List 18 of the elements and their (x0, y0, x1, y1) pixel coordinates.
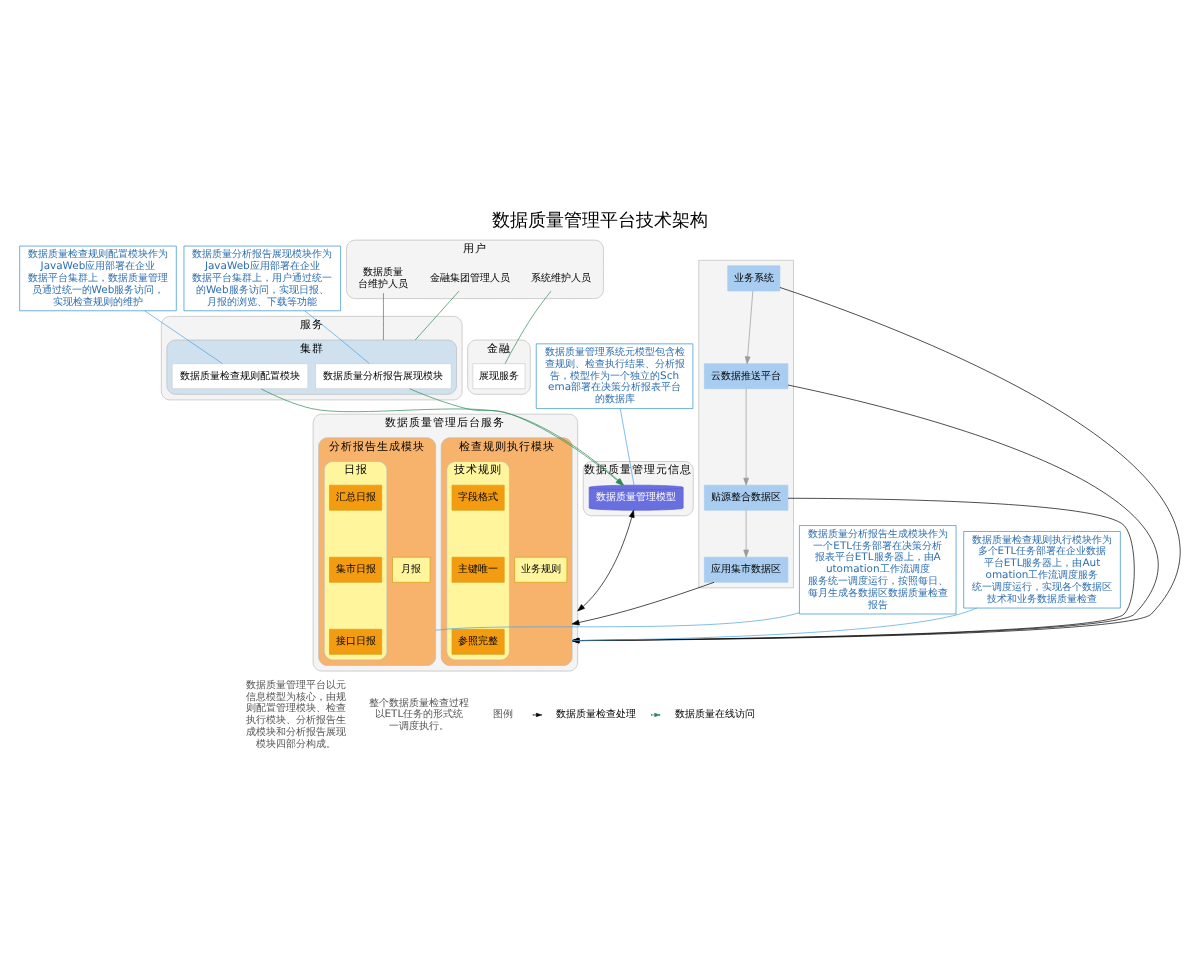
diagram-title: 数据质量管理平台技术架构 (492, 211, 708, 232)
arrow (577, 508, 635, 611)
connector (435, 611, 800, 630)
arrow (743, 509, 749, 557)
cluster (698, 258, 794, 588)
connector (304, 309, 370, 363)
arrow (571, 496, 1135, 643)
arrow (744, 289, 754, 363)
arrow (571, 580, 715, 625)
connector (571, 606, 978, 640)
arrow (743, 387, 749, 485)
arrow (571, 286, 1180, 643)
connector (144, 309, 223, 364)
arrow (571, 383, 1158, 643)
connector (414, 289, 460, 340)
connector (504, 289, 552, 364)
connector (383, 291, 384, 340)
connector (619, 407, 635, 485)
